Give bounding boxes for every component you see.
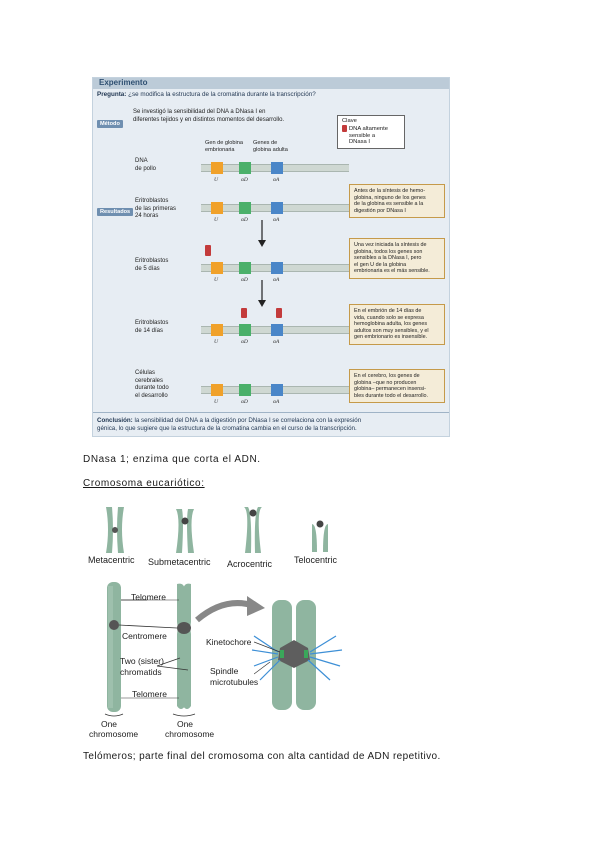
down-arrow-icon: [258, 280, 266, 307]
figure-conclusion: Conclusión: la sensibilidad del DNA a la…: [97, 417, 362, 432]
experiment-figure: Experimento Pregunta: ¿se modifica la es…: [92, 77, 450, 437]
kinetochore-zoom-diagram: [251, 600, 343, 710]
key-box: Clave DNA altamente sensible a DNasa I: [337, 115, 405, 150]
telocentric-chromosome-icon: [312, 520, 328, 552]
sensitive-marker-icon: [241, 308, 247, 318]
method-text: Se investigó la sensibilidad del DNA a D…: [133, 109, 285, 123]
sensitive-marker-icon: [205, 245, 211, 256]
centromere-label: Centromere: [122, 631, 167, 641]
down-arrow-icon: [258, 220, 266, 247]
figure-question: Pregunta: ¿se modifica la estructura de …: [97, 91, 316, 98]
acrocentric-chromosome-icon: [244, 507, 262, 553]
telomere-bottom-label: Telomere: [132, 689, 167, 699]
method-tag: Método: [97, 110, 123, 129]
telomere-top-label: Telomere: [131, 592, 166, 602]
sensitive-marker-icon: [276, 308, 282, 318]
sister-chromatids-label: Two (sister)chromatids: [120, 656, 164, 677]
chromosome-structure-diagram: [104, 582, 265, 717]
telomeros-definition: Telómeros; parte final del cromosoma con…: [83, 751, 441, 762]
figure-header: Experimento: [93, 78, 449, 89]
metacentric-chromosome-icon: [106, 507, 124, 553]
label-leader-lines: [254, 641, 281, 675]
dnasa-definition: DNasa 1; enzima que corta el ADN.: [83, 454, 261, 465]
results-tag: Resultados: [97, 198, 134, 217]
kinetochore-label: Kinetochore: [206, 637, 252, 647]
submetacentric-chromosome-icon: [176, 509, 194, 553]
acrocentric-label: Acrocentric: [227, 559, 273, 569]
sensitive-marker-icon: [342, 124, 347, 132]
metacentric-label: Metacentric: [88, 555, 135, 565]
cromosoma-heading: Cromosoma eucariótico:: [83, 478, 205, 489]
result-note: Antes de la síntesis de hemo-globina, ni…: [349, 184, 445, 219]
submetacentric-label: Submetacentric: [148, 557, 211, 567]
telocentric-label: Telocentric: [294, 555, 338, 565]
